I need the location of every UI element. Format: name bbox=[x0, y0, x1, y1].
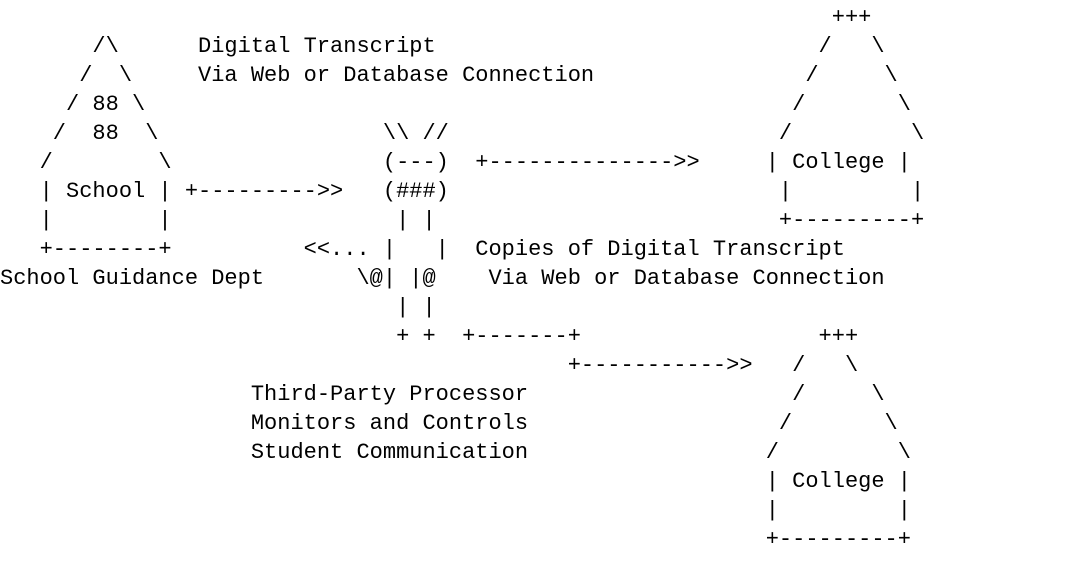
diagram-line: / 88 \ / \ bbox=[0, 92, 911, 117]
diagram-line: School Guidance Dept \@| |@ Via Web or D… bbox=[0, 266, 885, 291]
diagram-line: +++ bbox=[0, 5, 872, 30]
diagram-line: | School | +--------->> (###) | | bbox=[0, 179, 925, 204]
diagram-line: | | | | +---------+ bbox=[0, 208, 925, 233]
diagram-line: | | bbox=[0, 498, 911, 523]
diagram-line: | | bbox=[0, 295, 436, 320]
diagram-line: Student Communication / \ bbox=[0, 440, 911, 465]
diagram-line: +---------+ bbox=[0, 527, 911, 552]
diagram-line: | College | bbox=[0, 469, 911, 494]
diagram-line: / \ (---) +-------------->> | College | bbox=[0, 150, 911, 175]
diagram-line: Third-Party Processor / \ bbox=[0, 382, 885, 407]
diagram-line: /\ Digital Transcript / \ bbox=[0, 34, 885, 59]
diagram-line: Monitors and Controls / \ bbox=[0, 411, 898, 436]
diagram-line: +----------->> / \ bbox=[0, 353, 859, 378]
diagram-line: +--------+ <<... | | Copies of Digital T… bbox=[0, 237, 845, 262]
diagram-line: / \ Via Web or Database Connection / \ bbox=[0, 63, 898, 88]
diagram-line: / 88 \ \\ // / \ bbox=[0, 121, 925, 146]
diagram-line: + + +-------+ +++ bbox=[0, 324, 859, 349]
